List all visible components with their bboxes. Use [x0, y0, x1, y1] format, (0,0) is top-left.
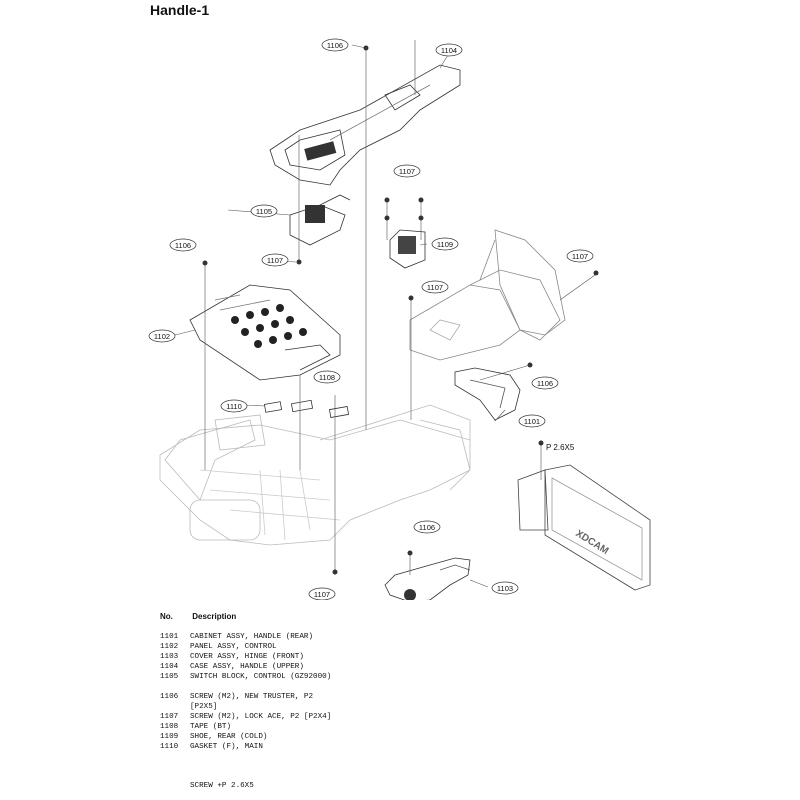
part-description: TAPE (BT) [190, 723, 232, 731]
part-description: SCREW (M2), LOCK ACE, P2 [P2X4] [190, 713, 332, 721]
callout-bubble: 1106 [531, 376, 559, 390]
callout-bubble: 1108 [313, 370, 341, 384]
svg-text:1107: 1107 [314, 590, 330, 599]
header-no: No. [160, 612, 173, 621]
header-description: Description [192, 612, 237, 621]
list-item: 1103 COVER ASSY, HINGE (FRONT) [160, 652, 331, 662]
part-description: CABINET ASSY, HANDLE (REAR) [190, 633, 314, 641]
part-description: PANEL ASSY, CONTROL [190, 643, 277, 651]
svg-text:1106: 1106 [419, 523, 435, 532]
svg-text:1107: 1107 [399, 167, 415, 176]
callout-bubble: 1101 [518, 414, 546, 428]
list-item: [P2X5] [160, 702, 331, 712]
callout-bubble: 1106 [321, 38, 349, 52]
svg-text:1106: 1106 [537, 379, 553, 388]
part-number: 1108 [160, 723, 179, 731]
svg-text:1110: 1110 [226, 402, 242, 411]
viewfinder-drawing [409, 229, 566, 361]
exploded-parts-diagram: XDCAM [148, 38, 651, 600]
list-item: 1104 CASE ASSY, HANDLE (UPPER) [160, 662, 331, 672]
svg-text:1108: 1108 [319, 373, 335, 382]
svg-text:1107: 1107 [572, 252, 588, 261]
tape-pieces-drawing [263, 399, 350, 418]
list-item: 1108 TAPE (BT) [160, 722, 331, 732]
part-number: 1107 [160, 713, 179, 721]
callout-bubble: 1107 [421, 280, 449, 294]
list-item: 1109 SHOE, REAR (COLD) [160, 732, 331, 742]
list-item: 1107 SCREW (M2), LOCK ACE, P2 [P2X4] [160, 712, 331, 722]
callout-bubble: 1107 [566, 249, 594, 263]
shoe-drawing [389, 229, 426, 269]
svg-text:1107: 1107 [267, 256, 283, 265]
part-number: 1101 [160, 633, 179, 641]
part-number: 1110 [160, 743, 179, 751]
svg-text:1106: 1106 [175, 241, 191, 250]
list-item: 1105 SWITCH BLOCK, CONTROL (GZ92000) [160, 672, 331, 682]
part-description: SWITCH BLOCK, CONTROL (GZ92000) [190, 673, 332, 681]
list-item: 1102 PANEL ASSY, CONTROL [160, 642, 331, 652]
callout-bubble: 1102 [148, 329, 176, 343]
brand-text: XDCAM [573, 528, 610, 557]
part-description: [P2X5] [190, 703, 218, 711]
part-description: SCREW (M2), NEW TRUSTER, P2 [190, 693, 314, 701]
part-description: CASE ASSY, HANDLE (UPPER) [190, 663, 304, 671]
callout-bubble: 1106 [413, 520, 441, 534]
switch-block-drawing [289, 194, 351, 246]
svg-text:1109: 1109 [437, 240, 453, 249]
footer-note: SCREW +P 2.6X5 [190, 782, 254, 790]
handle-upper-drawing [269, 64, 461, 186]
part-number: 1104 [160, 663, 179, 671]
svg-text:1105: 1105 [256, 207, 272, 216]
part-number: 1103 [160, 653, 179, 661]
leader-lines [174, 40, 596, 588]
parts-list: No. Description 1101 CABINET ASSY, HANDLE… [160, 612, 331, 752]
part-number: 1105 [160, 673, 179, 681]
callout-bubble: 1110 [220, 399, 248, 413]
list-item: 1110 GASKET (F), MAIN [160, 742, 331, 752]
svg-text:1106: 1106 [327, 41, 343, 50]
list-item: 1106 SCREW (M2), NEW TRUSTER, P2 [160, 692, 331, 702]
part-number: 1106 [160, 693, 179, 701]
callout-bubble: 1105 [250, 204, 278, 218]
svg-text:1101: 1101 [524, 417, 540, 426]
callout-bubble: 1104 [435, 43, 463, 57]
screw-size-label: P 2.6X5 [546, 443, 575, 452]
svg-text:1102: 1102 [154, 332, 170, 341]
svg-text:1107: 1107 [427, 283, 443, 292]
callout-bubble: 1106 [169, 238, 197, 252]
camera-body-drawing [159, 404, 471, 546]
control-panel-drawing [189, 284, 341, 381]
lcd-panel-drawing: XDCAM [517, 464, 651, 591]
svg-text:1103: 1103 [497, 584, 513, 593]
part-description: COVER ASSY, HINGE (FRONT) [190, 653, 304, 661]
list-item: 1101 CABINET ASSY, HANDLE (REAR) [160, 632, 331, 642]
rear-cabinet-drawing [454, 367, 521, 421]
callout-bubble: 1103 [491, 581, 519, 595]
screw-markers [202, 45, 599, 575]
callout-bubble: 1107 [308, 587, 336, 600]
callout-bubble: 1109 [431, 237, 459, 251]
svg-text:1104: 1104 [441, 46, 457, 55]
parts-list-header: No. Description [160, 612, 331, 622]
part-description: GASKET (F), MAIN [190, 743, 263, 751]
part-number: 1102 [160, 643, 179, 651]
callout-bubble: 1107 [261, 253, 289, 267]
part-description: SHOE, REAR (COLD) [190, 733, 268, 741]
page-title: Handle-1 [150, 2, 210, 18]
part-number: 1109 [160, 733, 179, 741]
callout-bubble: 1107 [393, 164, 421, 178]
hinge-cover-drawing [384, 557, 471, 600]
